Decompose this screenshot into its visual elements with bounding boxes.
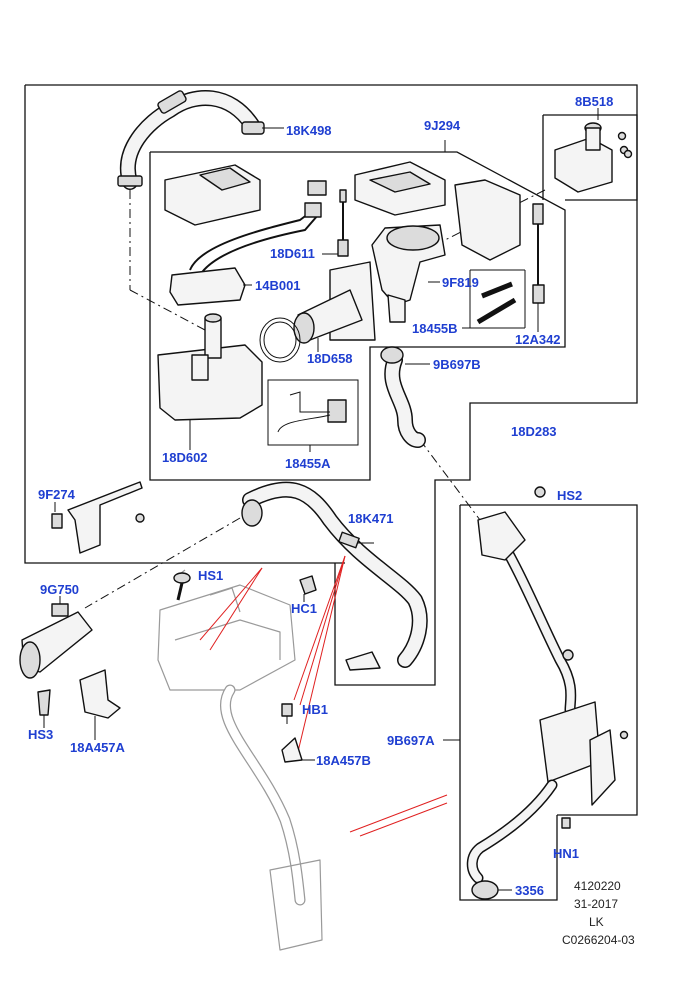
label-9g750: 9G750 [40, 582, 79, 597]
footer-reference: 4120220 31-2017 LK C0266204-03 [562, 879, 635, 947]
group-frames [24, 84, 638, 901]
label-9j294: 9J294 [424, 118, 461, 133]
label-8b518: 8B518 [575, 94, 613, 109]
group-centerlines [84, 189, 546, 609]
label-18d283: 18D283 [511, 424, 557, 439]
label-14b001: 14B001 [255, 278, 301, 293]
fasteners-hs1-hb1 [173, 572, 315, 763]
sensor-18d611 [322, 189, 349, 257]
label-18k471: 18K471 [348, 511, 394, 526]
label-9f819: 9F819 [442, 275, 479, 290]
label-hs1: HS1 [198, 568, 223, 583]
footer-line-1: 4120220 [574, 879, 621, 893]
exhaust-9b697a [443, 486, 629, 900]
group-red-indicators [199, 555, 448, 837]
footer-line-4: C0266204-03 [562, 933, 635, 947]
hose-9b697b [380, 346, 430, 448]
dosing-pump-8b518 [554, 108, 633, 193]
label-9b697b: 9B697B [433, 357, 481, 372]
bolt-kit-18455b [462, 269, 526, 329]
label-12a342: 12A342 [515, 332, 561, 347]
duct-18d658 [259, 261, 376, 363]
label-18d611: 18D611 [270, 246, 315, 261]
label-9b697a: 9B697A [387, 733, 435, 748]
label-18k498: 18K498 [286, 123, 332, 138]
label-18a457a: 18A457A [70, 740, 126, 755]
burner-housing-9f819 [371, 179, 521, 323]
label-hb1: HB1 [302, 702, 328, 717]
canister-9g750 [19, 596, 93, 679]
label-18a457b: 18A457B [316, 753, 371, 768]
label-18455b: 18455B [412, 321, 458, 336]
bracket-9f274 [51, 481, 145, 554]
label-9f274: 9F274 [38, 487, 76, 502]
label-18455a: 18455A [285, 456, 331, 471]
bracket-18a457a [37, 669, 121, 740]
group-part-labels: 18K498 8B518 9J294 18D611 14B001 9F819 1… [28, 94, 613, 898]
footer-line-2: 31-2017 [574, 897, 618, 911]
label-hs2: HS2 [557, 488, 582, 503]
kit-18455a [267, 379, 359, 452]
ecu-box-9j294 [164, 140, 446, 226]
label-18d658: 18D658 [307, 351, 353, 366]
label-18d602: 18D602 [162, 450, 208, 465]
label-3356: 3356 [515, 883, 544, 898]
label-hn1: HN1 [553, 846, 579, 861]
heater-body-18d602 [157, 313, 263, 450]
label-hs3: HS3 [28, 727, 53, 742]
label-hc1: HC1 [291, 601, 317, 616]
sensor-12a342 [532, 203, 545, 332]
harness-14b001 [169, 180, 327, 306]
hose-18k498 [117, 90, 284, 190]
hose-18k471 [241, 481, 428, 671]
footer-line-3: LK [589, 915, 604, 929]
clip-hc1 [299, 575, 317, 602]
ghost-heater-assembly [157, 569, 323, 951]
